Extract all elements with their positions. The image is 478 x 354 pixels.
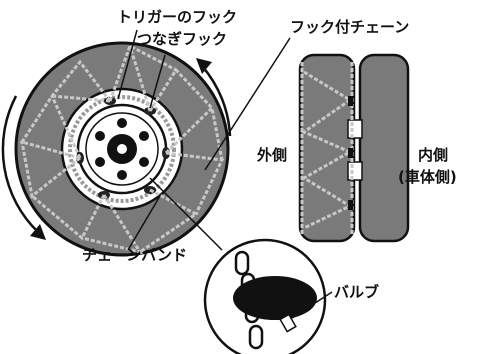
lug-nuts xyxy=(95,118,149,180)
chain-link xyxy=(240,272,256,298)
hook xyxy=(348,148,353,158)
chain-band-ring xyxy=(68,95,176,203)
chain-segment xyxy=(20,141,81,199)
hub-center xyxy=(117,144,127,154)
chain-segment xyxy=(51,94,111,103)
axle-connector xyxy=(347,161,363,181)
leader-line xyxy=(149,54,166,109)
label-inner-side: 内側 xyxy=(418,146,449,164)
lug-nut xyxy=(95,157,105,167)
chain-link xyxy=(248,324,264,350)
label-hooked-chain: フック付チェーン xyxy=(290,18,410,36)
valve-detail xyxy=(149,177,333,354)
top-view-hooks xyxy=(348,96,353,210)
valve-stem xyxy=(279,313,297,333)
chain-segment xyxy=(139,188,199,254)
chain-segment xyxy=(19,95,81,160)
outer-tire xyxy=(298,53,356,243)
rotation-arrow-right-head xyxy=(196,58,212,74)
lug-nut xyxy=(95,131,105,141)
chain-segment xyxy=(50,59,112,102)
hook xyxy=(348,96,353,106)
leader-line xyxy=(204,37,291,171)
rotation-arrow-left-head xyxy=(30,224,46,240)
inner-tire xyxy=(358,53,410,243)
chain-segment xyxy=(50,95,82,159)
label-outer-side: 外側 xyxy=(257,146,288,164)
label-valve: バルブ xyxy=(334,283,380,301)
tire-chain-net xyxy=(19,43,225,255)
axle-connector xyxy=(347,119,363,139)
wheel-top-view xyxy=(298,53,410,243)
leader-line xyxy=(117,29,138,100)
leader-line xyxy=(127,195,161,251)
chain-segment xyxy=(165,151,225,215)
leader-lines xyxy=(117,29,291,251)
chain-link xyxy=(234,250,250,276)
rotation-arrow-left xyxy=(1,95,39,233)
lug-nut xyxy=(117,170,127,180)
rim-inner xyxy=(85,112,159,186)
chain-segment xyxy=(81,194,144,255)
label-chain-band: チェーンバンド xyxy=(82,246,188,264)
label-trigger-hook: トリガーのフック xyxy=(117,8,238,26)
chain-segment xyxy=(31,194,106,241)
chain-segment xyxy=(164,104,224,161)
rotation-arrow-right xyxy=(201,65,232,137)
chain-segment xyxy=(108,43,177,102)
chain-segment xyxy=(148,67,214,112)
hook xyxy=(348,200,353,210)
chain-link xyxy=(244,298,260,324)
label-vehicle-side: (車体側) xyxy=(398,168,457,186)
chain-segment xyxy=(128,45,152,112)
lug-nut xyxy=(117,118,127,128)
leader-line xyxy=(291,291,333,319)
leader-line xyxy=(149,177,223,251)
lug-nut xyxy=(139,157,149,167)
label-connecting-hook: つなぎフック xyxy=(137,30,228,48)
lug-nut xyxy=(139,131,149,141)
detail-chain xyxy=(234,250,264,350)
wheel-front-view xyxy=(1,29,291,257)
